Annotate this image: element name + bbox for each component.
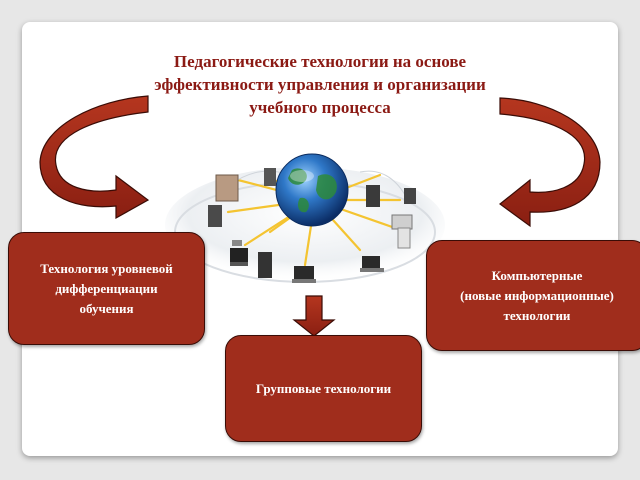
globe-network-illustration [165,153,445,283]
curved-arrow-left-icon [39,95,150,220]
down-arrow-icon [292,295,336,337]
box-right-label: Компьютерные (новые информационные) техн… [460,267,614,323]
box-group-technologies: Групповые технологии [225,335,422,442]
box-bottom-label: Групповые технологии [255,380,392,396]
slide-title: Педагогические технологии на основе эффе… [154,52,486,117]
box-left-label: Технология уровневой дифференциации обуч… [40,260,173,316]
box-level-differentiation: Технология уровневой дифференциации обуч… [8,232,205,345]
curved-arrow-right-icon [499,97,601,228]
box-computer-technologies: Компьютерные (новые информационные) техн… [426,240,640,351]
